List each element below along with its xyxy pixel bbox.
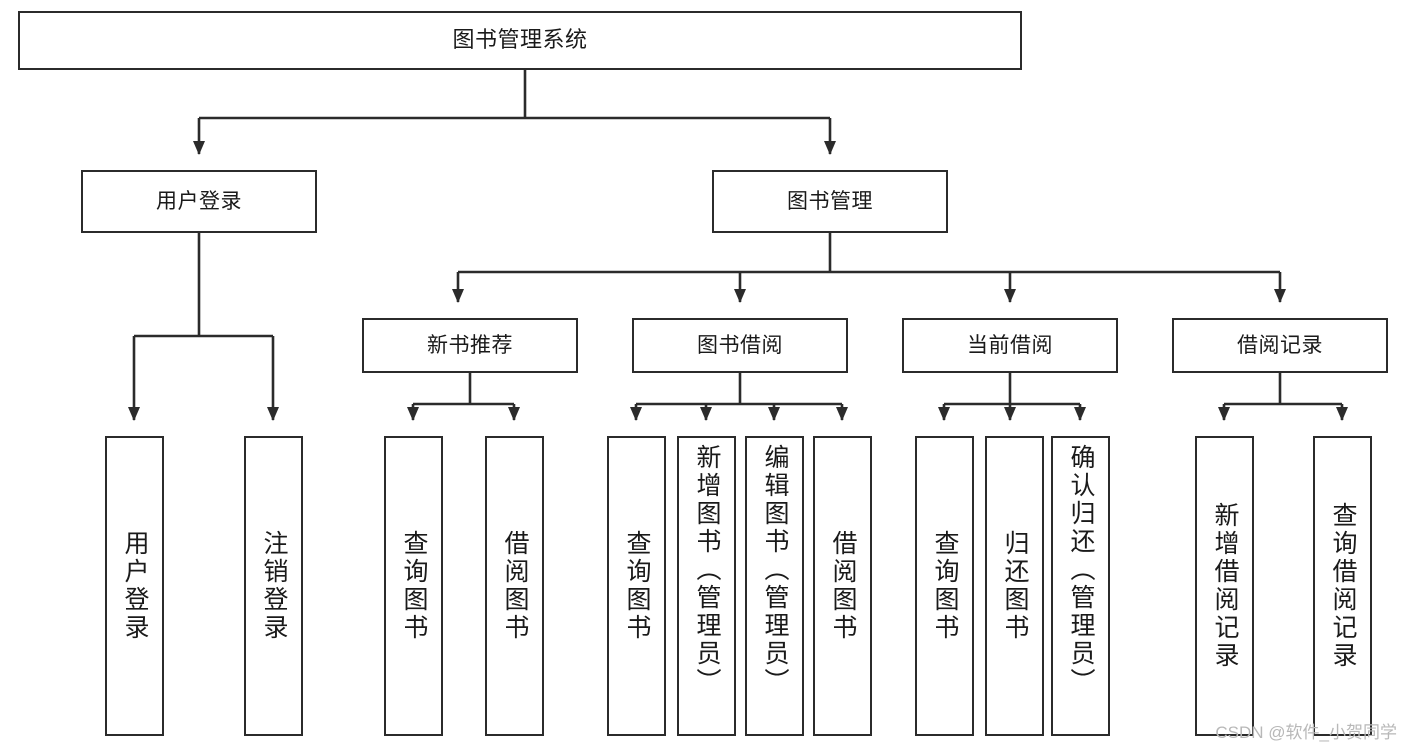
node-label: 当前借阅 [967,333,1053,357]
node-label: 借阅记录 [1237,333,1323,357]
node-label: 查询图书 [623,530,651,642]
node-label: 新增图书（管理员） [693,444,721,696]
node-leaf-user-login[interactable]: 用户登录 [105,436,164,736]
node-book-borrow[interactable]: 图书借阅 [632,318,848,373]
node-label: 查询图书 [400,530,428,642]
node-leaf-add-borrow-record[interactable]: 新增借阅记录 [1195,436,1254,736]
node-label: 图书管理 [787,189,873,213]
node-label: 查询借阅记录 [1329,502,1357,670]
node-leaf-query-book-recommend[interactable]: 查询图书 [384,436,443,736]
node-leaf-return-book[interactable]: 归还图书 [985,436,1044,736]
node-label: 注销登录 [260,530,288,642]
node-leaf-query-book-current[interactable]: 查询图书 [915,436,974,736]
node-leaf-query-borrow-record[interactable]: 查询借阅记录 [1313,436,1372,736]
node-label: 新书推荐 [427,333,513,357]
node-label: 图书管理系统 [452,27,588,53]
node-label: 确认归还（管理员） [1067,444,1095,696]
node-user-login[interactable]: 用户登录 [81,170,317,233]
node-label: 借阅图书 [501,530,529,642]
node-label: 归还图书 [1001,530,1029,642]
node-leaf-query-book-borrow[interactable]: 查询图书 [607,436,666,736]
node-new-book-recommend[interactable]: 新书推荐 [362,318,578,373]
node-label: 查询图书 [931,530,959,642]
node-leaf-borrow-book[interactable]: 借阅图书 [813,436,872,736]
node-root-book-management-system[interactable]: 图书管理系统 [18,11,1022,70]
node-leaf-user-logout[interactable]: 注销登录 [244,436,303,736]
node-label: 编辑图书（管理员） [761,444,789,696]
node-current-borrow[interactable]: 当前借阅 [902,318,1118,373]
node-leaf-borrow-book-recommend[interactable]: 借阅图书 [485,436,544,736]
node-leaf-add-book[interactable]: 新增图书（管理员） [677,436,736,736]
node-leaf-edit-book[interactable]: 编辑图书（管理员） [745,436,804,736]
node-book-manage[interactable]: 图书管理 [712,170,948,233]
node-label: 新增借阅记录 [1211,502,1239,670]
node-label: 图书借阅 [697,333,783,357]
node-leaf-confirm-return[interactable]: 确认归还（管理员） [1051,436,1110,736]
node-label: 用户登录 [156,189,242,213]
node-borrow-record[interactable]: 借阅记录 [1172,318,1388,373]
watermark: CSDN @软件_小贺同学 [1215,723,1397,742]
node-label: 借阅图书 [829,530,857,642]
node-label: 用户登录 [121,530,149,642]
